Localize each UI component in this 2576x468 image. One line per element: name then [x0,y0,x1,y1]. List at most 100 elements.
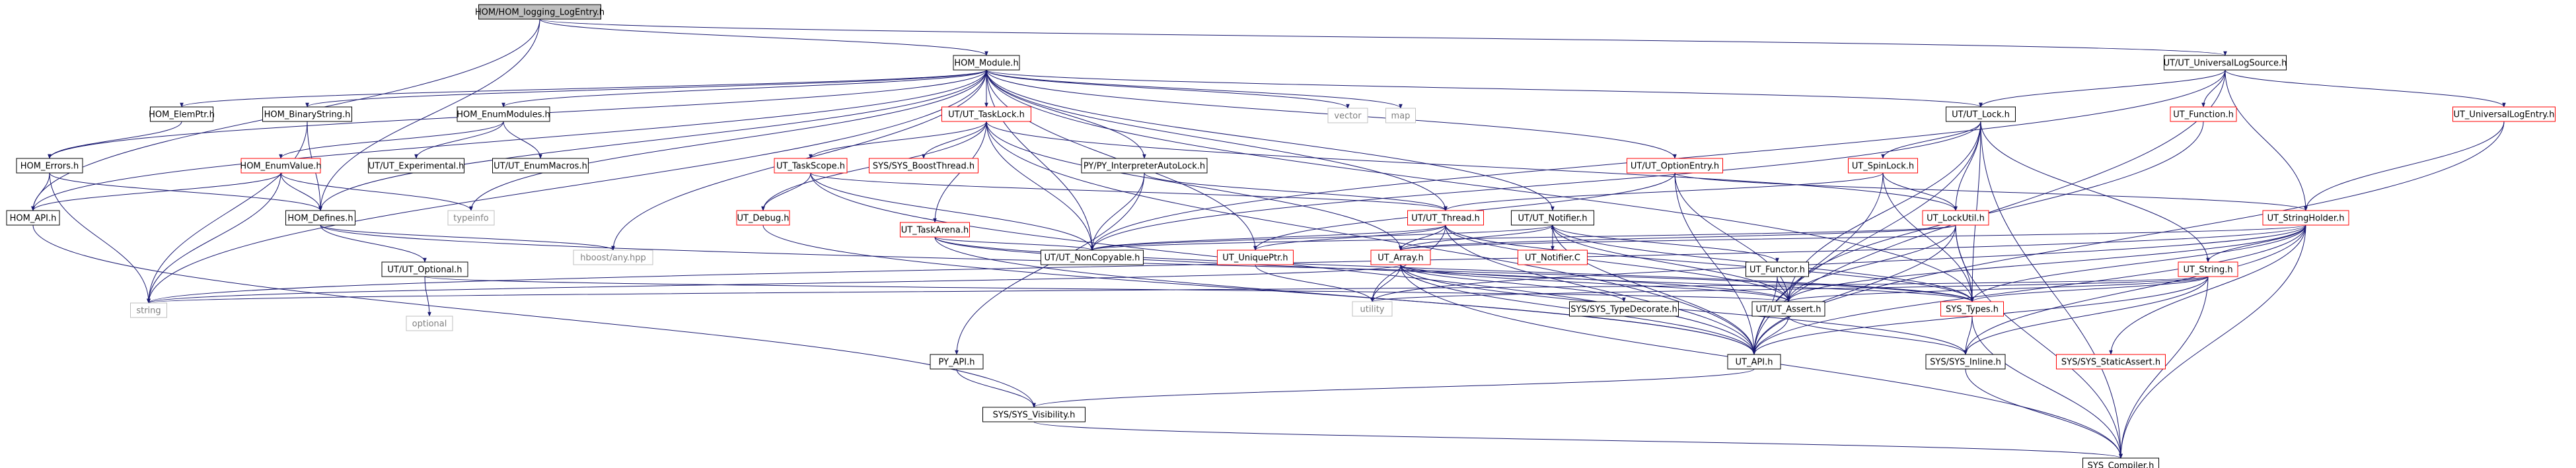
node-sys_inline[interactable]: SYS/SYS_Inline.h [1925,354,2006,370]
edge-hom_module-to-map [986,69,1403,109]
node-map[interactable]: map [1385,108,1416,123]
node-ut_function[interactable]: UT_Function.h [2170,106,2237,122]
node-ut_taskarena[interactable]: UT_TaskArena.h [900,222,970,238]
node-hom_defines[interactable]: HOM_Defines.h [285,210,355,226]
node-ut_debug[interactable]: UT_Debug.h [736,210,790,226]
node-hom_binarystring[interactable]: HOM_BinaryString.h [262,106,352,122]
node-ut_noncopyable[interactable]: UT/UT_NonCopyable.h [1041,250,1144,265]
node-box [2082,457,2159,468]
node-ut_tasklock[interactable]: UT/UT_TaskLock.h [941,106,1031,122]
node-sys_boostthread[interactable]: SYS/SYS_BoostThread.h [869,158,978,174]
node-ut_array[interactable]: UT_Array.h [1370,250,1431,265]
edge-hom_module-to-ut_noncopyable [986,69,1094,251]
edge-hom_module-to-hom_binarystring [305,69,987,108]
node-py_interpreterautolock[interactable]: PY/PY_InterpreterAutoLock.h [1081,158,1208,174]
node-label: SYS/SYS_StaticAssert.h [2061,358,2160,368]
edge-ut_taskscope-to-ut_thread [810,172,1448,211]
node-box [285,210,355,226]
node-optional[interactable]: optional [406,316,453,331]
node-ut_uniqueptr[interactable]: UT_UniquePtr.h [1217,250,1294,265]
node-hboost_any[interactable]: hboost/any.hpp [573,250,653,265]
node-ut_experimental[interactable]: UT/UT_Experimental.h [368,158,464,174]
node-box [1727,354,1781,370]
edge-ut_assert-to-ut_api [1752,316,1789,355]
edge-ut_spinlock-to-ut_api [1752,172,1884,355]
edge-ut_tasklock-to-sys_boostthread [922,121,987,159]
node-sys_typedecorate[interactable]: SYS/SYS_TypeDecorate.h [1569,301,1679,317]
edge-ut_universallogsource-to-ut_function [2201,69,2226,108]
edge-sys_visibility-to-sys_compiler [1033,421,2123,459]
node-box [953,55,1020,71]
edge-ut_universallogsource-to-ut_stringholder [2225,69,2308,211]
edge-py_api-to-sys_visibility [956,368,1036,408]
node-ut_optionentry[interactable]: UT/UT_OptionEntry.h [1627,158,1723,174]
node-hom_elemptr[interactable]: HOM_ElemPtr.h [149,106,215,122]
node-vector[interactable]: vector [1327,108,1368,123]
node-ut_taskscope[interactable]: UT_TaskScope.h [774,158,848,174]
node-label: hboost/any.hpp [580,253,646,263]
node-box [573,250,653,265]
node-ut_stringholder[interactable]: UT_StringHolder.h [2262,210,2349,226]
node-ut_assert[interactable]: UT/UT_Assert.h [1751,301,1825,317]
edge-ut_tasklock-to-ut_taskscope [809,121,987,159]
node-py_api[interactable]: PY_API.h [930,354,984,370]
node-hom_module[interactable]: HOM_Module.h [953,55,1020,71]
node-string[interactable]: string [130,302,167,318]
node-ut_api[interactable]: UT_API.h [1727,354,1781,370]
node-sys_staticassert[interactable]: SYS/SYS_StaticAssert.h [2056,354,2166,370]
node-ut_universallogentry[interactable]: UT_UniversalLogEntry.h [2452,106,2556,122]
edge-ut_lock-to-ut_lockutil [1954,121,1981,211]
node-label: PY_API.h [939,358,975,368]
node-hom_logging_logentry[interactable]: HOM/HOM_logging_LogEntry.h [475,4,605,20]
node-box [492,158,589,174]
edge-ut_spinlock-to-ut_lockutil [1882,172,1958,211]
node-box [1385,108,1416,123]
node-box [1925,354,2006,370]
node-box [16,158,83,174]
node-ut_thread[interactable]: UT/UT_Thread.h [1407,210,1484,226]
node-hom_enumvalue[interactable]: HOM_EnumValue.h [240,158,322,174]
node-ut_enummacros[interactable]: UT/UT_EnumMacros.h [492,158,589,174]
edge-ut_universallogentry-to-ut_api [1752,121,2505,355]
edge-ut_lockutil-to-ut_array [1399,224,1956,251]
node-ut_lock[interactable]: UT/UT_Lock.h [1946,106,2016,122]
node-hom_enummodules[interactable]: HOM_EnumModules.h [457,106,550,122]
node-label: UT/UT_Thread.h [1411,214,1480,224]
node-label: UT/UT_NonCopyable.h [1045,253,1140,263]
edge-hom_defines-to-hboost_any [320,224,615,251]
node-ut_lockutil[interactable]: UT_LockUtil.h [1922,210,1989,226]
node-label: SYS_Compiler.h [2088,461,2154,468]
node-ut_functor[interactable]: UT_Functor.h [1746,261,1809,277]
edge-hom_module-to-string [147,69,987,304]
node-utility[interactable]: utility [1352,301,1393,317]
edge-ut_universallogentry-to-ut_stringholder [2304,121,2505,211]
node-ut_string[interactable]: UT_String.h [2178,261,2238,277]
edge-ut_string-to-utility [1370,276,2209,302]
edge-ut_lock-to-ut_spinlock [1881,121,1981,159]
node-box [1370,250,1431,265]
node-hom_api[interactable]: HOM_API.h [6,210,60,226]
node-label: HOM_Defines.h [287,214,353,224]
node-ut_notifier_c[interactable]: UT_Notifier.C [1518,250,1588,265]
node-hom_errors[interactable]: HOM_Errors.h [16,158,83,174]
node-label: map [1391,112,1411,121]
node-sys_visibility[interactable]: SYS/SYS_Visibility.h [982,407,1086,422]
node-ut_optional[interactable]: UT/UT_Optional.h [381,261,468,277]
node-typeinfo[interactable]: typeinfo [447,210,495,226]
node-sys_types[interactable]: SYS_Types.h [1940,301,2004,317]
node-box [1746,261,1809,277]
node-ut_universallogsource[interactable]: UT/UT_UniversalLogSource.h [2164,55,2287,71]
node-label: HOM_BinaryString.h [264,110,351,120]
edge-ut_taskscope-to-ut_debug [761,172,811,211]
node-label: UT/UT_Assert.h [1755,305,1821,315]
node-label: vector [1334,112,1362,121]
node-box [381,261,468,277]
node-label: UT/UT_Experimental.h [369,162,464,172]
node-box [1946,106,2016,122]
edge-hom_enumvalue-to-hom_api [31,172,281,211]
node-ut_spinlock[interactable]: UT_SpinLock.h [1848,158,1918,174]
edge-ut_notifier-to-ut_noncopyable [1090,224,1553,251]
node-sys_compiler[interactable]: SYS_Compiler.h [2082,457,2159,468]
node-ut_notifier[interactable]: UT/UT_Notifier.h [1511,210,1594,226]
